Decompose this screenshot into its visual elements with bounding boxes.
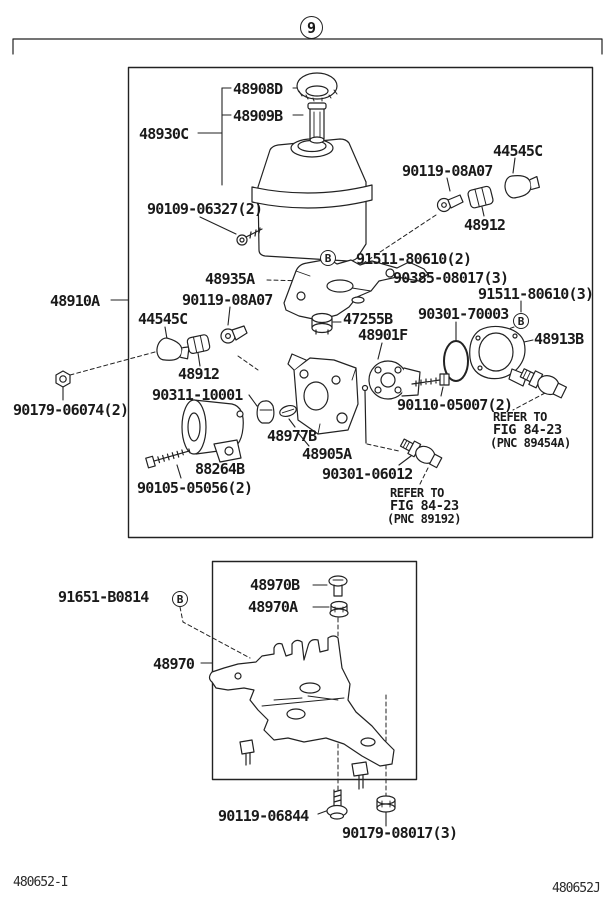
pump-rotor-drawing: [368, 360, 421, 400]
detail-callout-b1: B: [320, 250, 336, 266]
part-label-90109-06327: 90109-06327(2): [147, 200, 263, 218]
refer-note-2-line-1: REFER TO: [390, 486, 444, 500]
part-label-90119-08a07-right: 90119-08A07: [402, 162, 493, 180]
part-label-48912-right: 48912: [464, 216, 506, 234]
motor-drawing: [181, 399, 244, 463]
refer-note-1-line-2: FIG 84-23: [493, 422, 562, 438]
washer-48977b-icon: [279, 404, 297, 418]
pressure-switch-icon-right: [519, 368, 568, 399]
part-label-88264b: 88264B: [195, 460, 245, 478]
pressure-switch-icon-lower: [399, 438, 443, 469]
mounting-plate-drawing: [283, 258, 429, 321]
part-label-48912-left: 48912: [178, 365, 220, 383]
valve-pin-icon: [361, 384, 369, 444]
valve-block-drawing: [287, 353, 359, 435]
part-label-90105-05056: 90105-05056(2): [137, 479, 253, 497]
part-label-90110-05007: 90110-05007(2): [397, 396, 513, 414]
section-callout-9: 9: [300, 16, 323, 39]
reservoir-bolt-icon: [236, 227, 263, 246]
part-label-90119-08a07-left: 90119-08A07: [182, 291, 273, 309]
part-label-48908d: 48908D: [233, 80, 283, 98]
section-bracket-line: [12, 38, 603, 55]
part-label-48970: 48970: [153, 655, 195, 673]
part-label-90179-06074: 90179-06074(2): [13, 401, 129, 419]
grommet-48912-icon-right: [467, 185, 494, 209]
refer-note-2-line-3: (PNC 89192): [387, 512, 461, 526]
part-label-48910a: 48910A: [50, 292, 100, 310]
part-label-90301-70003: 90301-70003: [418, 305, 509, 323]
nut-90179-08017-icon: [376, 795, 396, 813]
end-housing-drawing: [469, 325, 528, 387]
refer-note-1-line-1: REFER TO: [493, 410, 547, 424]
part-label-91511-80610-2: 91511-80610(2): [356, 250, 472, 268]
grommet-90311-icon: [256, 400, 275, 424]
part-label-48909b: 48909B: [233, 107, 283, 125]
main-parts-box: [127, 66, 594, 539]
part-label-48935a: 48935A: [205, 270, 255, 288]
refer-note-2-line-2: FIG 84-23: [390, 498, 459, 514]
grommet-47255b-icon: [311, 312, 333, 335]
detail-callout-b2: B: [513, 313, 529, 329]
figure-code-right: 480652J: [552, 881, 601, 896]
part-label-47255b: 47255B: [343, 310, 393, 328]
refer-note-1-line-3: (PNC 89454A): [490, 436, 571, 450]
part-label-48930c: 48930C: [139, 125, 189, 143]
screw-90110-icon: [411, 373, 450, 387]
part-label-91511-80610-3: 91511-80610(3): [478, 285, 594, 303]
part-label-90385-08017: 90385-08017(3): [393, 269, 509, 287]
nut-90179-06074-icon: [55, 370, 71, 388]
part-label-48977b: 48977B: [267, 427, 317, 445]
bracket-48970-drawing: [208, 635, 395, 790]
retainer-clip-icon-left: [220, 325, 248, 344]
cushion-48970a-icon: [329, 600, 349, 618]
long-bolt-90105-icon: [145, 448, 191, 469]
part-label-48913b: 48913B: [534, 330, 584, 348]
part-label-44545c-right: 44545C: [493, 142, 543, 160]
part-label-48905a: 48905A: [302, 445, 352, 463]
part-label-48901f: 48901F: [358, 326, 408, 344]
part-label-48970a: 48970A: [248, 598, 298, 616]
detail-callout-b3: B: [172, 591, 188, 607]
part-label-90311-10001: 90311-10001: [152, 386, 243, 404]
part-label-90179-08017: 90179-08017(3): [342, 824, 458, 842]
reservoir-tank-drawing: [251, 138, 373, 262]
bolt-48970b-icon: [328, 575, 348, 597]
part-label-91651-b0814: 91651-B0814: [58, 588, 149, 606]
part-label-90301-06012: 90301-06012: [322, 465, 413, 483]
bolt-90119-06844-icon: [326, 789, 348, 820]
figure-code-left: 480652-I: [13, 875, 69, 890]
retainer-clip-icon-right: [436, 194, 464, 213]
reservoir-filter-icon: [307, 102, 327, 144]
part-label-90119-06844: 90119-06844: [218, 807, 309, 825]
o-ring-icon: [443, 340, 469, 382]
part-label-48970b: 48970B: [250, 576, 300, 594]
reservoir-cap-icon: [296, 72, 338, 102]
part-label-44545c-left: 44545C: [138, 310, 188, 328]
sensor-44545c-icon-right: [504, 175, 540, 199]
grommet-48912-icon-left: [186, 334, 211, 354]
sensor-44545c-icon-left: [156, 337, 190, 361]
bracket-parts-box: [211, 560, 418, 781]
